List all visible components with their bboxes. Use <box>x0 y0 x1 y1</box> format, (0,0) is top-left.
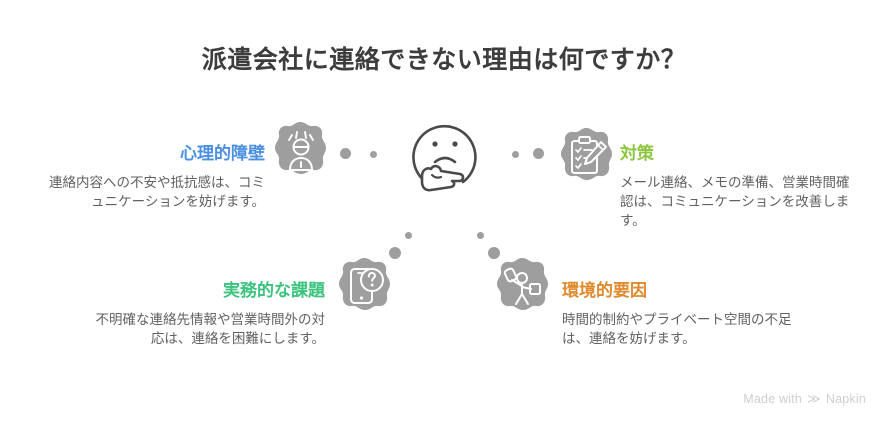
node-practical-issue: 実務的な課題 不明確な連絡先情報や営業時間外の対応は、連絡を困難にします。 <box>95 280 326 348</box>
node-heading: 心理的障壁 <box>180 144 265 163</box>
node-environmental-factor: 環境的要因 時間的制約やプライベート空間の不足は、連絡を妨げます。 <box>562 280 797 348</box>
node-body: メール連絡、メモの準備、営業時間確認は、コミュニケーションを改善します。 <box>620 175 850 228</box>
node-heading: 対策 <box>620 144 654 163</box>
page-title: 派遣会社に連絡できない理由は何ですか？ <box>201 46 687 74</box>
node-body: 時間的制約やプライベート空間の不足は、連絡を妨げます。 <box>562 312 792 346</box>
node-countermeasure: 対策 メール連絡、メモの準備、営業時間確認は、コミュニケーションを改善します。 <box>620 143 852 230</box>
connector-dot <box>533 148 544 159</box>
person-calling-icon <box>492 256 554 318</box>
node-body: 不明確な連絡先情報や営業時間外の対応は、連絡を困難にします。 <box>95 312 326 346</box>
connector-dot <box>370 151 377 158</box>
watermark-brand: Napkin <box>825 392 866 406</box>
napkin-watermark: Made with ≫ Napkin <box>743 391 866 407</box>
watermark-made-with: Made with <box>743 392 803 406</box>
connector-dot <box>389 247 401 259</box>
node-heading: 環境的要因 <box>562 281 647 300</box>
napkin-logo-icon: ≫ <box>807 391 821 406</box>
connector-dot <box>405 232 412 239</box>
smartphone-question-icon <box>334 256 396 318</box>
connector-dot <box>488 247 500 259</box>
node-body: 連絡内容への不安や抵抗感は、コミュニケーションを妨げます。 <box>49 175 265 209</box>
thinking-face-icon <box>405 113 487 197</box>
connector-dot <box>512 151 519 158</box>
stressed-person-icon <box>270 120 332 182</box>
node-heading: 実務的な課題 <box>223 281 325 300</box>
connector-dot <box>340 148 351 159</box>
node-psychological-barrier: 心理的障壁 連絡内容への不安や抵抗感は、コミュニケーションを妨げます。 <box>40 143 265 211</box>
clipboard-checklist-pencil-icon <box>556 126 618 188</box>
connector-dot <box>477 232 484 239</box>
